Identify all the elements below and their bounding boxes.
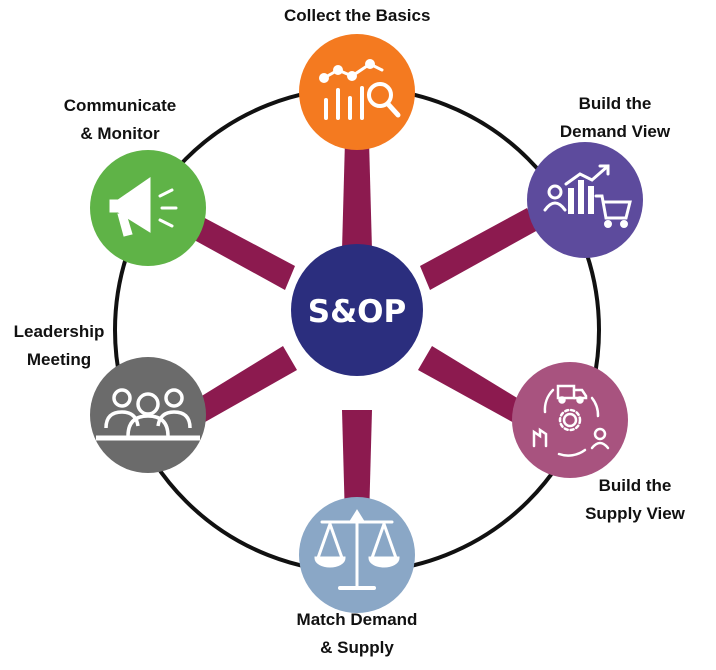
label-leadership: Leadership Meeting [4,318,114,374]
label-communicate: Communicate & Monitor [50,92,190,148]
supply-cycle-icon [532,384,610,457]
spoke-match [342,410,372,520]
label-demand: Build the Demand View [550,90,680,146]
center-label: S&OP [308,294,406,330]
label-communicate-line1: Communicate [63,96,177,115]
node-demand [527,142,643,258]
node-collect [299,34,415,150]
spoke-communicate [176,208,295,290]
spoke-leadership [187,346,297,426]
megaphone-icon [109,177,178,237]
label-demand-line2: Demand View [559,122,671,141]
label-collect-line1: Collect the Basics [284,6,431,25]
node-supply [512,362,628,478]
label-match-line1: Match Demand [296,610,418,629]
label-supply-line1: Build the [598,476,672,495]
label-supply-line2: Supply View [585,504,685,523]
balance-scale-icon [314,509,400,590]
chart-magnifier-icon [319,59,401,120]
spoke-demand [420,208,538,290]
team-icon [96,388,200,441]
label-match-line2: & Supply [320,638,394,657]
label-collect: Collect the Basics [284,2,430,30]
label-leadership-line1: Leadership [13,322,105,341]
label-leadership-line2: Meeting [26,350,92,369]
center-circle [291,244,423,376]
spoke-supply [418,346,527,424]
label-communicate-line2: & Monitor [80,124,160,143]
label-supply: Build the Supply View [560,472,710,528]
label-demand-line1: Build the [578,94,652,113]
spoke-collect [342,140,372,250]
spokes [176,140,538,520]
demand-chart-cart-icon [543,164,632,228]
label-match: Match Demand & Supply [277,606,437,662]
